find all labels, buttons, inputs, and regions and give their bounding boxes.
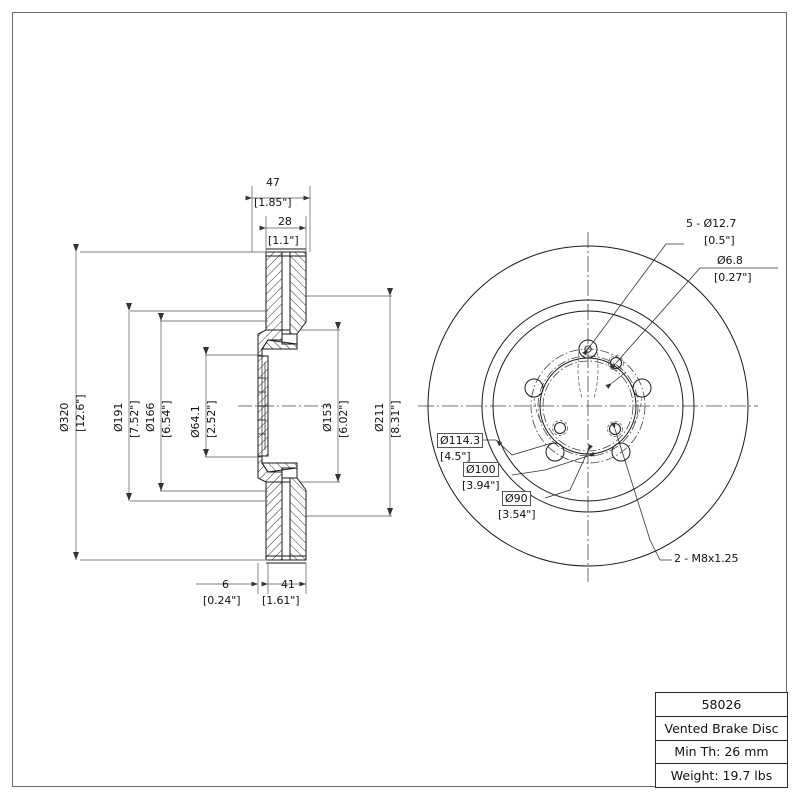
dim-label-6: 6 (222, 578, 229, 591)
callout-pilot-inner: Ø90 (502, 491, 531, 506)
dim-label-64-1: Ø64.1 (189, 405, 202, 438)
dim-label-28: 28 (278, 215, 292, 228)
sheet-border (12, 12, 787, 787)
title-block-description: Vented Brake Disc (656, 717, 787, 741)
title-block-min-thickness: Min Th: 26 mm (656, 741, 787, 765)
dim-label-320: Ø320 (58, 402, 71, 432)
dim-label-191: Ø191 (112, 402, 125, 432)
dim-label-166: Ø166 (144, 402, 157, 432)
callout-lug-holes: 5 - Ø12.7 (686, 217, 737, 230)
dim-label-47: 47 (266, 176, 280, 189)
dim-label-153: Ø153 (321, 402, 334, 432)
dim-label-153-inch: [6.02"] (337, 400, 350, 438)
title-block-weight: Weight: 19.7 lbs (670, 768, 773, 784)
callout-small-hole: Ø6.8 (717, 254, 743, 267)
dim-label-211-inch: [8.31"] (389, 400, 402, 438)
dim-label-6-inch: [0.24"] (203, 594, 241, 607)
callout-pilot-outer: Ø100 (463, 462, 499, 477)
callout-pilot-outer-inch: [3.94"] (462, 479, 500, 492)
title-block: 58026 Vented Brake Disc Min Th: 26 mm We… (655, 692, 788, 788)
title-block-part-number: 58026 (656, 693, 787, 717)
dim-label-41-inch: [1.61"] (262, 594, 300, 607)
dim-label-191-inch: [7.52"] (128, 400, 141, 438)
dim-label-211: Ø211 (373, 402, 386, 432)
dim-label-64-1-inch: [2.52"] (205, 400, 218, 438)
dim-label-41: 41 (281, 578, 295, 591)
dim-label-166-inch: [6.54"] (160, 400, 173, 438)
dim-label-28-inch: [1.1"] (268, 234, 299, 247)
callout-threaded-holes: 2 - M8x1.25 (674, 552, 739, 565)
callout-small-hole-inch: [0.27"] (714, 271, 752, 284)
callout-bolt-circle: Ø114.3 (437, 433, 484, 448)
dim-label-320-inch: [12.6"] (74, 394, 87, 432)
callout-pilot-inner-inch: [3.54"] (498, 508, 536, 521)
callout-bolt-circle-inch: [4.5"] (440, 450, 471, 463)
dim-label-47-inch: [1.85"] (254, 196, 292, 209)
callout-lug-holes-inch: [0.5"] (704, 234, 735, 247)
